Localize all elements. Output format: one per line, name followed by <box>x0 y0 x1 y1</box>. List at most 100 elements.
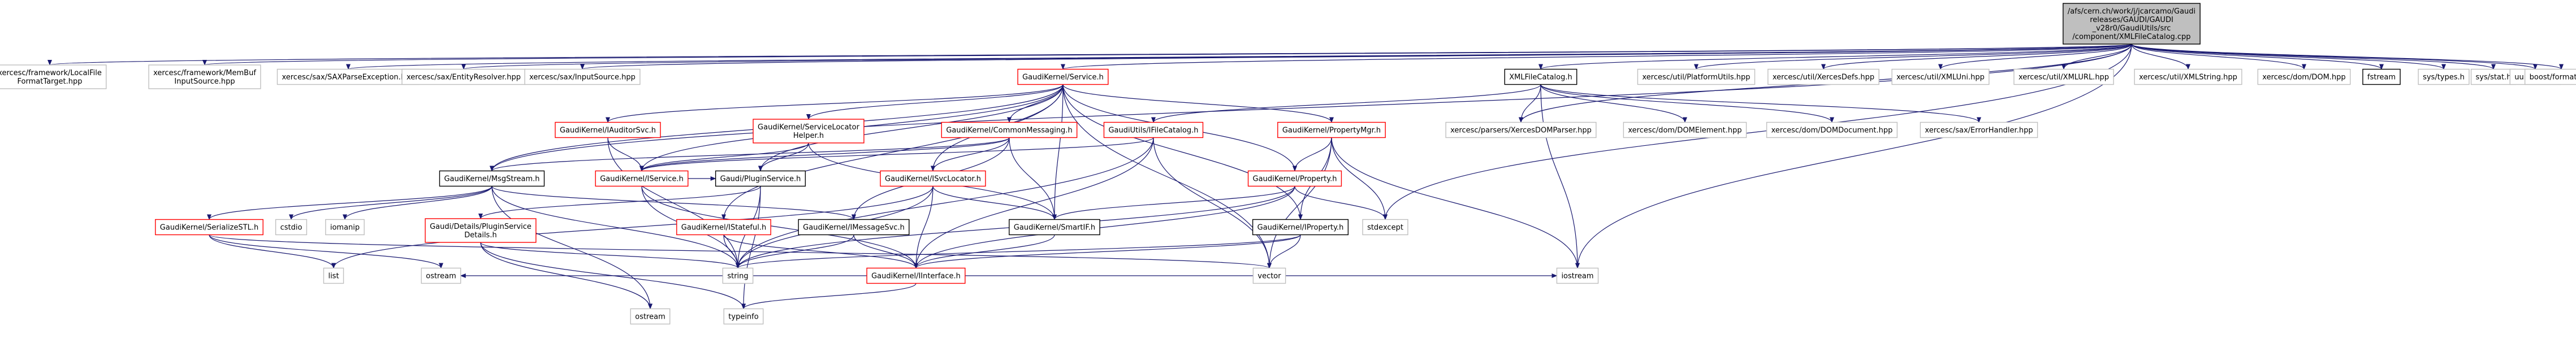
edge-pmgr-prop <box>1293 137 1332 172</box>
node-box <box>722 267 754 284</box>
node-bfmt: boost/format.hpp <box>2524 68 2576 85</box>
edge-msgs-cstd <box>289 186 492 220</box>
node-stde: stdexcept <box>1362 219 1408 236</box>
edge-ifc-vect <box>1153 137 1272 269</box>
node-box <box>1017 68 1109 85</box>
node-label: GaudiKernel/ISvcLocator.h <box>885 175 981 184</box>
node-box <box>323 267 344 284</box>
node-errh: xercesc/sax/ErrorHandler.hpp <box>1920 121 2038 138</box>
edge-sstl-vect <box>209 234 1272 269</box>
node-label: GaudiKernel/ServiceLocator <box>758 123 860 132</box>
node-label: GaudiKernel/Property.h <box>1253 175 1337 184</box>
node-svc[interactable]: GaudiKernel/Service.h <box>1017 68 1109 85</box>
edge-isvc-iint <box>641 186 918 269</box>
node-iint[interactable]: GaudiKernel/IInterface.h <box>866 267 966 284</box>
node-label: xercesc/dom/DOMDocument.hpp <box>1771 127 1893 135</box>
node-msgs[interactable]: GaudiKernel/MsgStream.h <box>439 170 545 187</box>
node-xfc[interactable]: XMLFileCatalog.h <box>1504 68 1577 85</box>
node-ias[interactable]: GaudiKernel/IAuditorSvc.h <box>555 121 661 138</box>
edge-root-syt <box>2131 44 2446 70</box>
node-imsg[interactable]: GaudiKernel/IMessageSvc.h <box>798 219 910 236</box>
edge-plug-pdet <box>478 186 761 219</box>
node-label: Gaudi/PluginService.h <box>720 175 801 184</box>
node-iprop[interactable]: GaudiKernel/IProperty.h <box>1252 219 1349 236</box>
edge-isloc-smif <box>932 186 1057 220</box>
node-ostr: ostream <box>421 267 461 284</box>
node-cmsg[interactable]: GaudiKernel/CommonMessaging.h <box>941 121 1078 138</box>
node-label: GaudiKernel/SerializeSTL.h <box>160 224 258 232</box>
node-label: xercesc/framework/LocalFile <box>0 69 102 77</box>
node-istat[interactable]: GaudiKernel/IStateful.h <box>676 219 771 236</box>
node-label: ostream <box>426 272 456 281</box>
node-label: string <box>727 272 748 281</box>
node-box <box>1623 121 1747 138</box>
node-label: GaudiKernel/Service.h <box>1022 73 1104 82</box>
node-label: XMLFileCatalog.h <box>1509 73 1572 82</box>
node-box <box>676 219 771 236</box>
node-label: GaudiKernel/IInterface.h <box>871 272 961 281</box>
node-label: typeinfo <box>728 313 758 321</box>
node-box <box>2524 68 2576 85</box>
node-isvc[interactable]: GaudiKernel/IService.h <box>595 170 689 187</box>
node-label: boost/format.hpp <box>2530 73 2576 82</box>
node-isloc[interactable]: GaudiKernel/ISvcLocator.h <box>880 170 986 187</box>
node-box <box>715 170 806 187</box>
node-label: sys/types.h <box>2423 73 2465 82</box>
node-label: _v28r0/GaudiUtils/src <box>2092 24 2171 33</box>
node-label: FormatTarget.hpp <box>18 77 83 86</box>
edge-svc-pmgr <box>1062 84 1334 123</box>
edge-root-mbi <box>203 44 2132 66</box>
node-iost: iostream <box>1556 267 1599 284</box>
node-pmgr[interactable]: GaudiKernel/PropertyMgr.h <box>1277 121 1386 138</box>
node-box <box>1445 121 1597 138</box>
edge-msgs-cstr <box>491 186 652 310</box>
node-xuri: xercesc/util/XMLUni.hpp <box>1891 68 1990 85</box>
edge-root-fst <box>2131 44 2384 70</box>
node-fst[interactable]: fstream <box>2362 68 2401 85</box>
node-label: GaudiKernel/IAuditorSvc.h <box>560 127 656 135</box>
edge-xfc-dome <box>1540 84 1687 123</box>
node-sstl[interactable]: GaudiKernel/SerializeSTL.h <box>155 219 263 236</box>
edge-pmgr-iost <box>1331 137 1580 269</box>
node-box <box>2063 3 2201 45</box>
edge-slh-isvc <box>639 142 809 172</box>
node-box <box>880 170 986 187</box>
node-ifc[interactable]: GaudiUtils/IFileCatalog.h <box>1103 121 1204 138</box>
node-xstr: xercesc/util/XMLString.hpp <box>2134 68 2242 85</box>
node-dome: xercesc/dom/DOMElement.hpp <box>1623 121 1747 138</box>
node-label: xercesc/sax/ErrorHandler.hpp <box>1925 127 2033 135</box>
edge-msgs-strg <box>491 186 740 269</box>
node-box <box>155 219 263 236</box>
node-box <box>524 68 641 85</box>
node-root[interactable]: /afs/cern.ch/work/j/jcarcamo/Gaudireleas… <box>2063 3 2201 45</box>
edge-svc-smif <box>1052 84 1064 220</box>
node-plug[interactable]: Gaudi/PluginService.h <box>715 170 806 187</box>
node-label: Details.h <box>464 231 496 240</box>
node-label: GaudiKernel/IMessageSvc.h <box>803 224 905 232</box>
node-label: GaudiKernel/CommonMessaging.h <box>946 127 1072 135</box>
edge-cmsg-isvc <box>639 137 1010 172</box>
edge-xfc-xdp <box>1519 84 1541 123</box>
node-label: xercesc/sax/InputSource.hpp <box>529 73 636 82</box>
node-xds: xercesc/util/XercesDefs.hpp <box>1767 68 1879 85</box>
node-box <box>753 119 865 144</box>
edge-pmgr-vect <box>1267 137 1332 269</box>
node-box <box>1252 219 1349 236</box>
edge-iint-tinf <box>741 283 917 310</box>
node-label: GaudiKernel/IService.h <box>600 175 684 184</box>
node-box <box>1362 219 1408 236</box>
node-box <box>0 64 107 89</box>
edge-xfc-ifc <box>1151 84 1541 123</box>
edge-ifc-isvc <box>639 137 1154 172</box>
edge-iprop-vect <box>1267 234 1301 269</box>
node-smif[interactable]: GaudiKernel/SmartIF.h <box>1009 219 1100 236</box>
node-box <box>630 308 671 325</box>
node-prop[interactable]: GaudiKernel/Property.h <box>1247 170 1342 187</box>
node-label: /component/XMLFileCatalog.cpp <box>2072 33 2190 41</box>
node-box <box>1277 121 1386 138</box>
node-box <box>2013 68 2114 85</box>
